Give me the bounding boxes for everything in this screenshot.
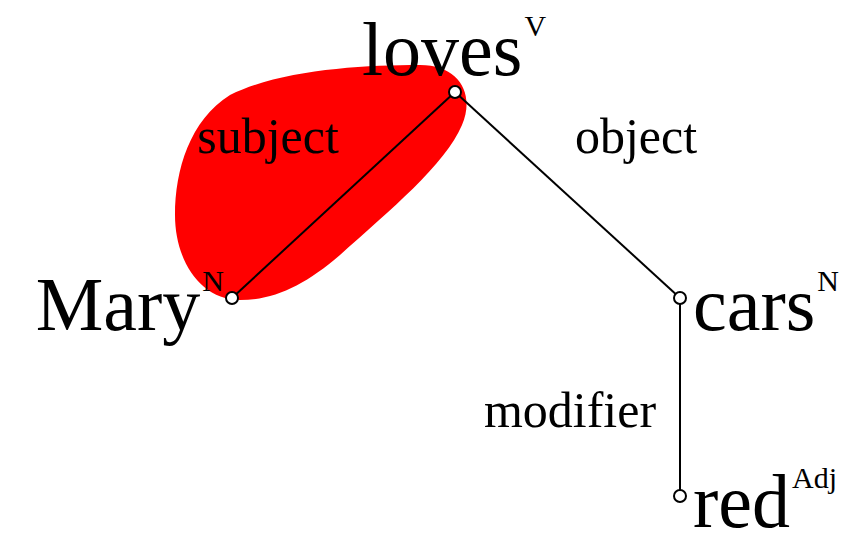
word-node: redAdj — [693, 463, 837, 539]
word: cars — [693, 262, 815, 346]
word-node: MaryN — [36, 266, 224, 342]
pos-tag: V — [524, 9, 546, 42]
relation-label: modifier — [484, 385, 656, 435]
dependency-edge — [679, 298, 681, 496]
red-highlight — [175, 65, 467, 300]
word: Mary — [36, 262, 201, 346]
node-dot — [674, 292, 686, 304]
relation-label: object — [575, 111, 697, 161]
pos-tag: N — [202, 264, 224, 297]
word: loves — [362, 7, 522, 91]
word-node: carsN — [693, 266, 839, 342]
pos-tag: N — [817, 264, 839, 297]
node-dot — [674, 490, 686, 502]
word: red — [693, 459, 790, 543]
word-node: lovesV — [362, 11, 546, 87]
relation-label: subject — [197, 111, 339, 161]
pos-tag: Adj — [792, 461, 837, 494]
node-dot — [226, 292, 238, 304]
